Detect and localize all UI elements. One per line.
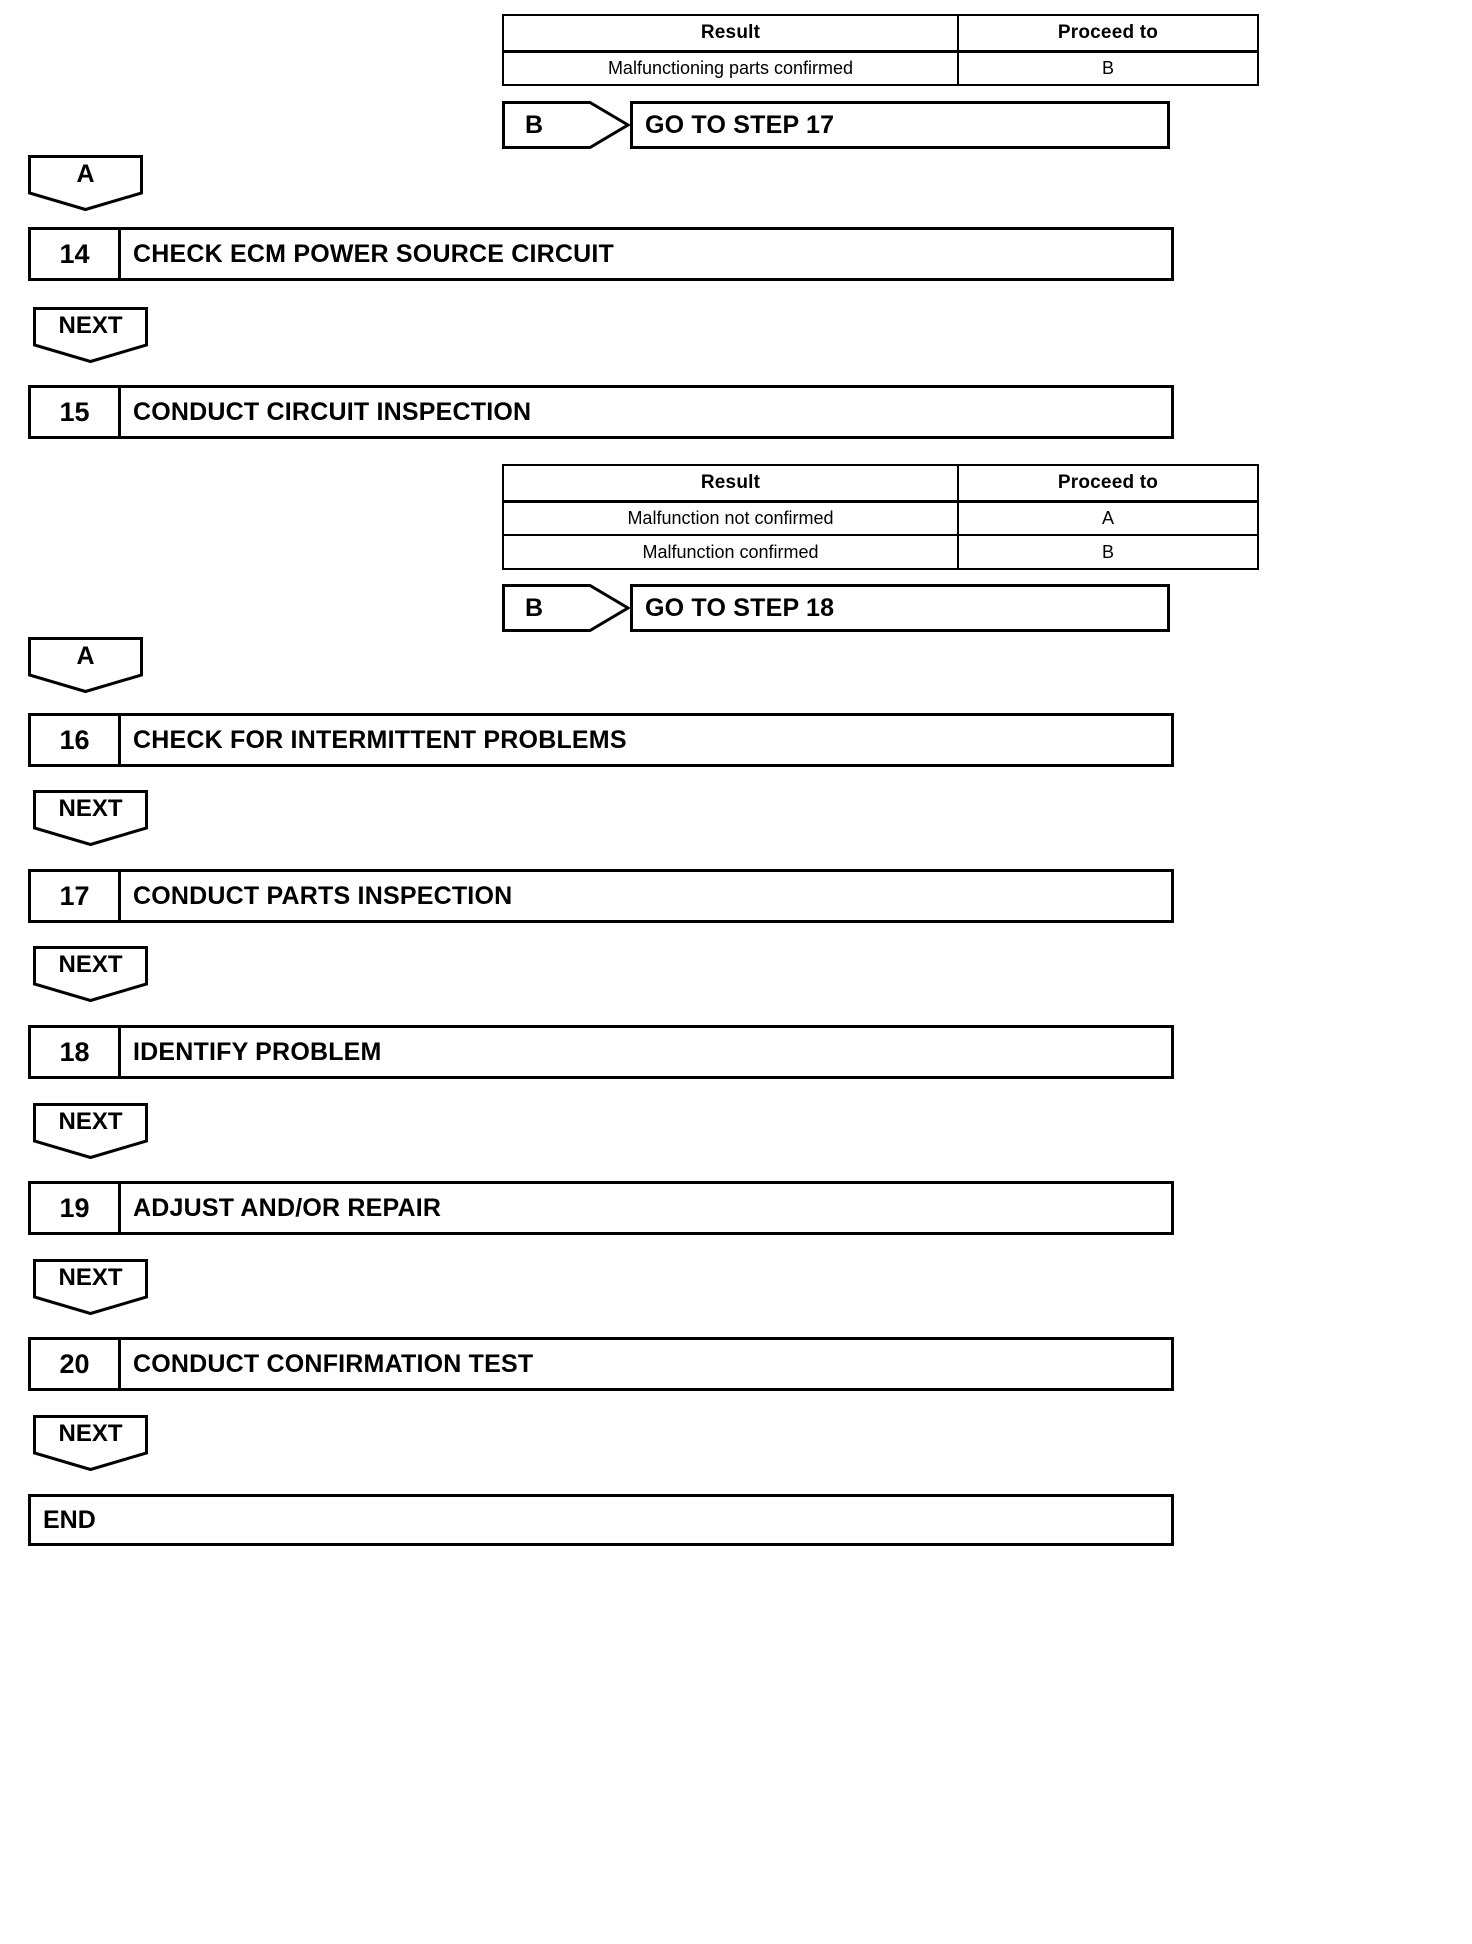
step-title: CONDUCT CONFIRMATION TEST bbox=[133, 1349, 534, 1378]
connector-label: NEXT bbox=[58, 951, 123, 978]
step-box-20[interactable]: 20 CONDUCT CONFIRMATION TEST bbox=[28, 1337, 1174, 1391]
step-number: 14 bbox=[31, 230, 121, 278]
connector-label: NEXT bbox=[58, 1420, 123, 1447]
goto-target-box[interactable]: GO TO STEP 18 bbox=[630, 584, 1170, 632]
connector-next-4: NEXT bbox=[33, 1103, 148, 1160]
step-box-14[interactable]: 14 CHECK ECM POWER SOURCE CIRCUIT bbox=[28, 227, 1174, 281]
result-cell: Malfunction confirmed bbox=[502, 534, 959, 570]
pentagon-down-icon bbox=[33, 946, 148, 1003]
proceed-to-cell: B bbox=[957, 50, 1259, 86]
step-title: ADJUST AND/OR REPAIR bbox=[133, 1193, 442, 1222]
connector-tag-b: B bbox=[502, 101, 631, 149]
pentagon-down-icon bbox=[33, 1415, 148, 1472]
goto-tag-label: B bbox=[524, 593, 544, 622]
pentagon-down-icon bbox=[33, 1103, 148, 1160]
table-header-row: Result Proceed to bbox=[502, 464, 1259, 503]
goto-tag-label: B bbox=[524, 110, 544, 139]
result-cell: Malfunctioning parts confirmed bbox=[502, 50, 959, 86]
step-title: CHECK FOR INTERMITTENT PROBLEMS bbox=[133, 725, 627, 754]
table-header-row: Result Proceed to bbox=[502, 14, 1259, 53]
column-header-result: Result bbox=[502, 14, 959, 53]
pentagon-down-icon bbox=[28, 155, 143, 212]
result-table-2: Result Proceed to Malfunction not confir… bbox=[502, 464, 1259, 570]
goto-row-step-17[interactable]: B GO TO STEP 17 bbox=[502, 101, 1170, 149]
column-header-proceed-to: Proceed to bbox=[957, 464, 1259, 503]
connector-next-5: NEXT bbox=[33, 1259, 148, 1316]
pentagon-down-icon bbox=[33, 1259, 148, 1316]
connector-next-2: NEXT bbox=[33, 790, 148, 847]
connector-label: NEXT bbox=[58, 1264, 123, 1291]
connector-label: NEXT bbox=[58, 795, 123, 822]
step-number: 19 bbox=[31, 1184, 121, 1232]
step-box-18[interactable]: 18 IDENTIFY PROBLEM bbox=[28, 1025, 1174, 1079]
chevron-right-icon bbox=[502, 101, 631, 149]
connector-next-6: NEXT bbox=[33, 1415, 148, 1472]
step-number: 16 bbox=[31, 716, 121, 764]
step-number: 18 bbox=[31, 1028, 121, 1076]
connector-a-1: A bbox=[28, 155, 143, 212]
step-title: IDENTIFY PROBLEM bbox=[133, 1037, 382, 1066]
result-cell: Malfunction not confirmed bbox=[502, 500, 959, 536]
connector-label: A bbox=[76, 159, 95, 188]
goto-row-step-18[interactable]: B GO TO STEP 18 bbox=[502, 584, 1170, 632]
step-number: 17 bbox=[31, 872, 121, 920]
pentagon-down-icon bbox=[28, 637, 143, 694]
step-box-17[interactable]: 17 CONDUCT PARTS INSPECTION bbox=[28, 869, 1174, 923]
step-box-16[interactable]: 16 CHECK FOR INTERMITTENT PROBLEMS bbox=[28, 713, 1174, 767]
result-table-1: Result Proceed to Malfunctioning parts c… bbox=[502, 14, 1259, 86]
connector-a-2: A bbox=[28, 637, 143, 694]
step-number: 20 bbox=[31, 1340, 121, 1388]
step-box-15[interactable]: 15 CONDUCT CIRCUIT INSPECTION bbox=[28, 385, 1174, 439]
step-box-19[interactable]: 19 ADJUST AND/OR REPAIR bbox=[28, 1181, 1174, 1235]
step-title: CONDUCT PARTS INSPECTION bbox=[133, 881, 513, 910]
column-header-result: Result bbox=[502, 464, 959, 503]
connector-label: A bbox=[76, 641, 95, 670]
column-header-proceed-to: Proceed to bbox=[957, 14, 1259, 53]
chevron-right-icon bbox=[502, 584, 631, 632]
proceed-to-cell: B bbox=[957, 534, 1259, 570]
connector-tag-b: B bbox=[502, 584, 631, 632]
step-number: 15 bbox=[31, 388, 121, 436]
step-title: CHECK ECM POWER SOURCE CIRCUIT bbox=[133, 239, 615, 268]
table-row: Malfunctioning parts confirmed B bbox=[502, 50, 1259, 86]
pentagon-down-icon bbox=[33, 790, 148, 847]
end-terminal-box: END bbox=[28, 1494, 1174, 1546]
connector-next-3: NEXT bbox=[33, 946, 148, 1003]
connector-next-1: NEXT bbox=[33, 307, 148, 364]
table-row: Malfunction not confirmed A bbox=[502, 500, 1259, 536]
goto-target-box[interactable]: GO TO STEP 17 bbox=[630, 101, 1170, 149]
proceed-to-cell: A bbox=[957, 500, 1259, 536]
table-row: Malfunction confirmed B bbox=[502, 534, 1259, 570]
step-title: CONDUCT CIRCUIT INSPECTION bbox=[133, 397, 532, 426]
connector-label: NEXT bbox=[58, 1108, 123, 1135]
pentagon-down-icon bbox=[33, 307, 148, 364]
connector-label: NEXT bbox=[58, 312, 123, 339]
